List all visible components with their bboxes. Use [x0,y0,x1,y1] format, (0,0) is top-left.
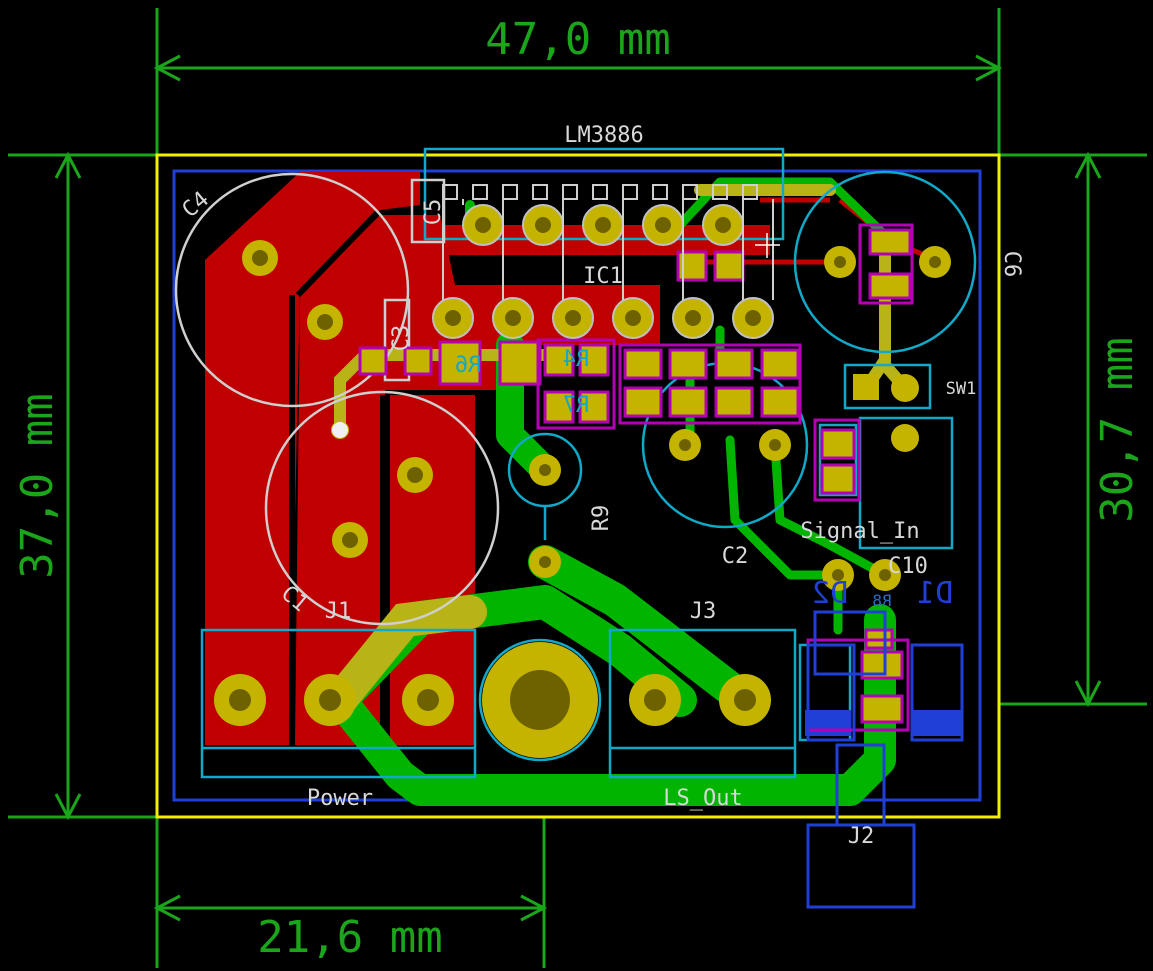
c5-label: C5 [421,199,446,226]
inner-height-dimension-label: 30,7 mm [1092,337,1143,522]
width-dimension-label: 47,0 mm [485,14,670,65]
d2-label: D2 [812,576,848,611]
c2-label: C2 [722,544,749,569]
c4-label: C4 [178,187,214,223]
silkscreen-outlines [174,172,500,626]
dimension-annotations [8,8,1147,968]
ic-value-label: LM3886 [564,123,643,148]
sw1-label: SW1 [946,379,977,399]
c6-label: C6 [999,251,1024,278]
r7-label: R7 [563,393,590,418]
through-hole-pads [214,204,951,758]
j1-label: J1 [325,599,352,624]
height-dimension-label: 37,0 mm [12,393,63,578]
via-marker [332,422,348,438]
copper-clearances [289,209,386,745]
j3-label: J3 [690,599,717,624]
r8-label: R8 [872,591,891,610]
offset-dimension-label: 21,6 mm [257,912,442,963]
board-outline [155,153,1001,819]
r4-label: R4 [563,347,590,372]
signal-in-label: Signal_In [800,519,919,544]
sw1-square-pad [853,374,879,400]
c10-label: C10 [888,554,928,579]
power-trace-overlap [323,595,487,717]
d1-label: D1 [917,576,953,611]
ls-out-connector-label: LS_Out [663,786,742,811]
ic-pin-legs [442,184,774,300]
power-connector-label: Power [307,786,373,811]
ic-ref-label: IC1 [583,264,623,289]
r9-label: R9 [589,505,614,532]
smd-pads [358,223,964,909]
cursor-crosshair [755,233,780,258]
j2-label: J2 [848,824,875,849]
r6-label: R6 [455,353,482,378]
c3-label: C3 [389,325,414,352]
